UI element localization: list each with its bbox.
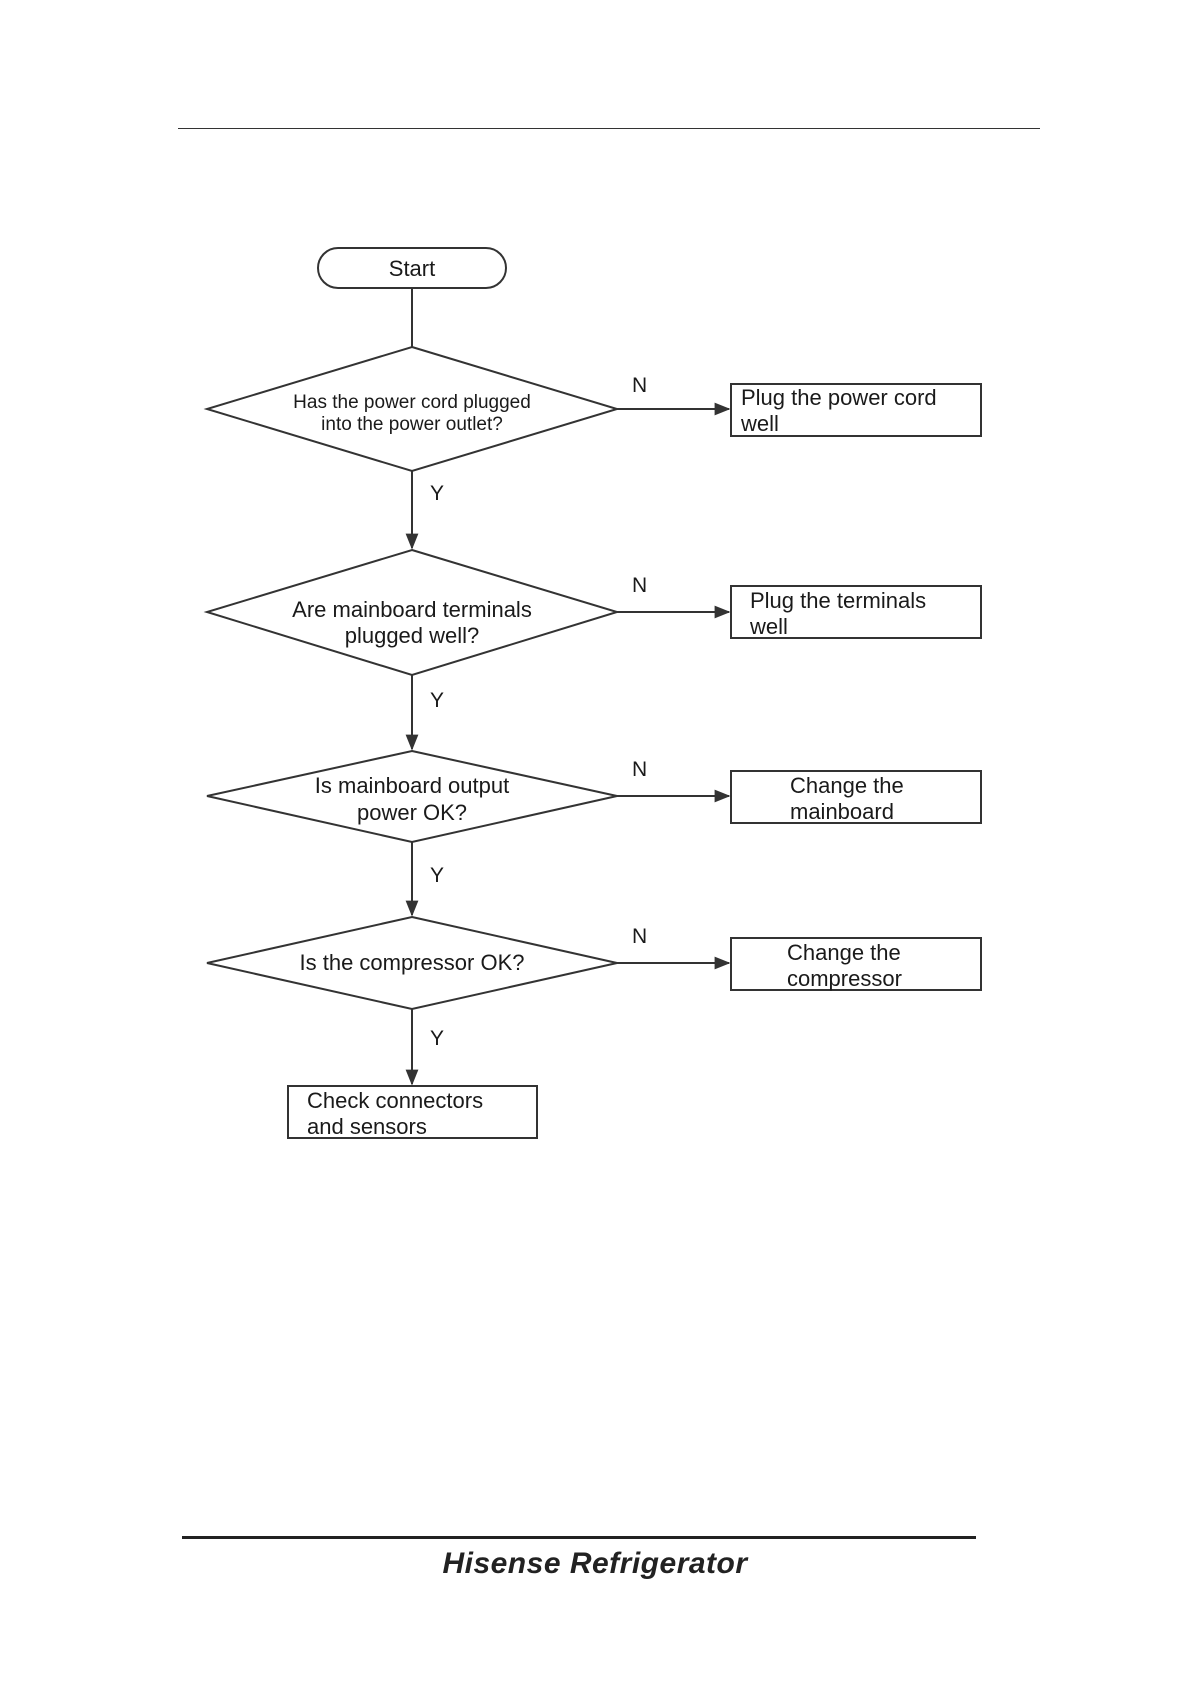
decision-3-no-label: N <box>632 758 647 781</box>
decision-4-yes-label: Y <box>430 1027 444 1050</box>
end-action-box <box>287 1085 538 1139</box>
decision-2-yes-label: Y <box>430 689 444 712</box>
decision-3-yes-label: Y <box>430 864 444 887</box>
action-box-4 <box>730 937 982 991</box>
decision-2-line-2: plugged well? <box>345 623 480 648</box>
action-box-2 <box>730 585 982 639</box>
action-2-line-2: well <box>749 614 788 639</box>
action-4-line-2: compressor <box>787 966 902 991</box>
decision-1-no-label: N <box>632 374 647 397</box>
end-line-1: Check connectors <box>307 1088 483 1113</box>
decision-3-line-2: power OK? <box>357 800 467 825</box>
decision-1-yes-label: Y <box>430 482 444 505</box>
action-box-3 <box>730 770 982 824</box>
decision-4-no-label: N <box>632 925 647 948</box>
action-box-1 <box>730 383 982 437</box>
footer-rule <box>182 1536 976 1539</box>
decision-1-line-1: Has the power cord plugged <box>293 392 531 413</box>
decision-1-line-2: into the power outlet? <box>321 414 503 435</box>
end-line-2: and sensors <box>307 1114 427 1139</box>
action-3-line-1: Change the <box>790 773 904 798</box>
action-3-line-2: mainboard <box>790 799 894 824</box>
decision-3-line-1: Is mainboard output <box>315 773 509 798</box>
action-1-line-2: well <box>740 411 779 436</box>
action-1-line-1: Plug the power cord <box>741 385 937 410</box>
header-rule <box>178 128 1040 129</box>
action-4-line-1: Change the <box>787 940 901 965</box>
decision-4-line-1: Is the compressor OK? <box>300 950 525 975</box>
decision-2-no-label: N <box>632 574 647 597</box>
decision-2-line-1: Are mainboard terminals <box>292 597 532 622</box>
action-2-line-1: Plug the terminals <box>750 588 926 613</box>
footer-brand-logo: Hisense Refrigerator <box>442 1547 748 1580</box>
start-label: Start <box>389 256 435 281</box>
